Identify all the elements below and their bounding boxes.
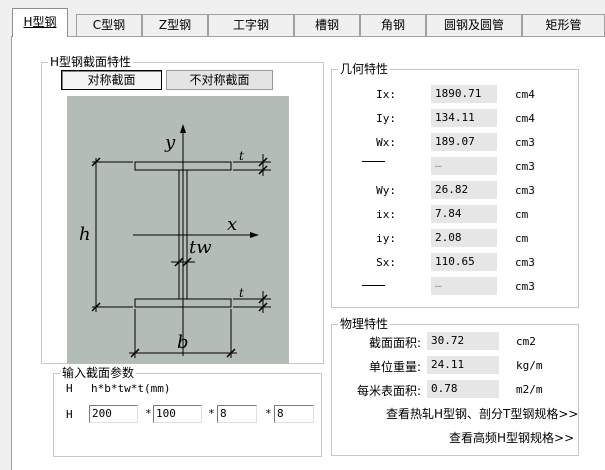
weight-value: 24.11	[427, 356, 499, 374]
x-axis-label: x	[227, 214, 237, 235]
section-group-title: H型钢截面特性	[48, 55, 134, 69]
b-input[interactable]: 100	[153, 405, 202, 423]
tab-c-steel[interactable]: C型钢	[76, 14, 142, 36]
row-prefix: H	[66, 408, 73, 421]
tab-z-steel[interactable]: Z型钢	[142, 14, 208, 36]
input-params-title: 输入截面参数	[60, 366, 137, 380]
tab-h-steel[interactable]: H型钢	[12, 8, 68, 37]
t-input[interactable]: 8	[274, 405, 314, 423]
surface-value: 0.78	[427, 380, 499, 398]
tab-bar: H型钢 C型钢 Z型钢 工字钢 槽钢 角钢 圆钢及圆管 矩形管	[0, 0, 605, 37]
asymmetric-section-button[interactable]: 不对称截面	[166, 70, 273, 90]
t-top-label: t	[239, 149, 244, 163]
wy-value: 26.82	[431, 181, 497, 199]
wx2-value: —	[431, 157, 497, 175]
sx2-dash	[362, 285, 385, 286]
tab-rect-tube[interactable]: 矩形管	[522, 14, 605, 36]
sx2-value: —	[431, 277, 497, 295]
geometry-group: 几何特性	[331, 62, 579, 308]
sx-value: 110.65	[431, 253, 497, 271]
t-bottom-label: t	[239, 286, 244, 300]
formula-label: h*b*tw*t(mm)	[91, 382, 171, 395]
ix-radius-value: 7.84	[431, 205, 497, 223]
b-label: b	[177, 332, 189, 353]
y-axis-label: y	[164, 132, 176, 153]
symmetric-section-button[interactable]: 对称截面	[61, 70, 162, 90]
separator-3: *	[265, 407, 272, 420]
physical-title: 物理特性	[338, 317, 391, 331]
area-value: 30.72	[427, 332, 499, 350]
tab-round-tube[interactable]: 圆钢及圆管	[426, 14, 522, 36]
y-axis-arrow	[180, 124, 186, 133]
x-axis-arrow	[250, 232, 259, 238]
iy-radius-value: 2.08	[431, 229, 497, 247]
ix-moment-value: 1890.71	[431, 85, 497, 103]
formula-prefix: H	[66, 382, 73, 395]
h-label: h	[79, 224, 91, 245]
iy-moment-value: 134.11	[431, 109, 497, 127]
tab-i-beam[interactable]: 工字钢	[208, 14, 294, 36]
h-section-drawing: y x h b tw t t	[79, 124, 271, 358]
separator-2: *	[208, 407, 215, 420]
hot-rolled-spec-link[interactable]: 查看热轧H型钢、剖分T型钢规格>>	[386, 407, 579, 421]
separator-1: *	[145, 407, 152, 420]
h-section-diagram: y x h b tw t t	[67, 96, 289, 364]
high-freq-spec-link[interactable]: 查看高频H型钢规格>>	[449, 431, 575, 445]
h-input[interactable]: 200	[89, 405, 138, 423]
geometry-title: 几何特性	[338, 62, 391, 76]
tw-input[interactable]: 8	[217, 405, 257, 423]
tab-angle[interactable]: 角钢	[360, 14, 426, 36]
physical-group: 物理特性	[331, 317, 579, 456]
tw-label: tw	[189, 237, 212, 258]
input-params-group: 输入截面参数	[53, 366, 322, 457]
wx2-dash	[362, 161, 385, 162]
tab-channel[interactable]: 槽钢	[294, 14, 360, 36]
wx-value: 189.07	[431, 133, 497, 151]
